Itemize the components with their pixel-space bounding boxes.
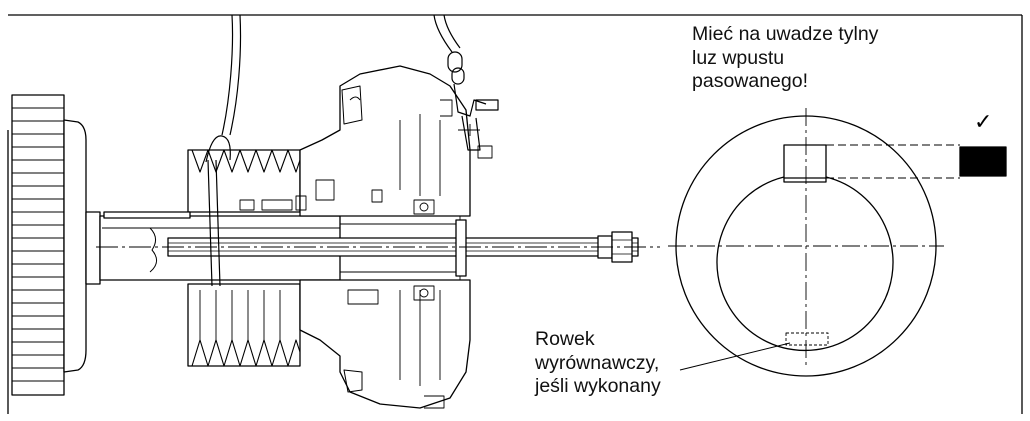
groove-slot [785, 332, 829, 346]
groove-note-line-3: jeśli wykonany [535, 375, 661, 397]
motor-shaft [99, 215, 639, 281]
key-note-line-1: Mieć na uwadze tylny [692, 23, 879, 45]
groove-note-line-1: Rowek [535, 328, 595, 350]
key-profile-black [959, 146, 1007, 177]
clutch-housing [239, 65, 493, 409]
lifting-chain [433, 14, 499, 151]
key-section-view [668, 108, 1007, 377]
groove-note: Rowek wyrównawczy, jeśli wykonany [535, 328, 661, 399]
key-slot [783, 144, 827, 179]
lifting-strap [205, 14, 242, 287]
cooling-fins [12, 107, 64, 382]
groove-note-line-2: wyrównawczy, [535, 351, 660, 374]
motor-housing [11, 94, 101, 396]
groove-leader-line [679, 342, 791, 371]
hub-bore-contour [716, 176, 894, 352]
check-mark-icon: ✓ [974, 110, 993, 135]
key-clearance-note: Mieć na uwadze tylny luz wpustu pasowane… [692, 23, 878, 94]
key-note-line-2: luz wpustu [692, 46, 785, 69]
drawing-frame [7, 14, 1023, 414]
key-note-line-3: pasowanego! [692, 70, 809, 92]
